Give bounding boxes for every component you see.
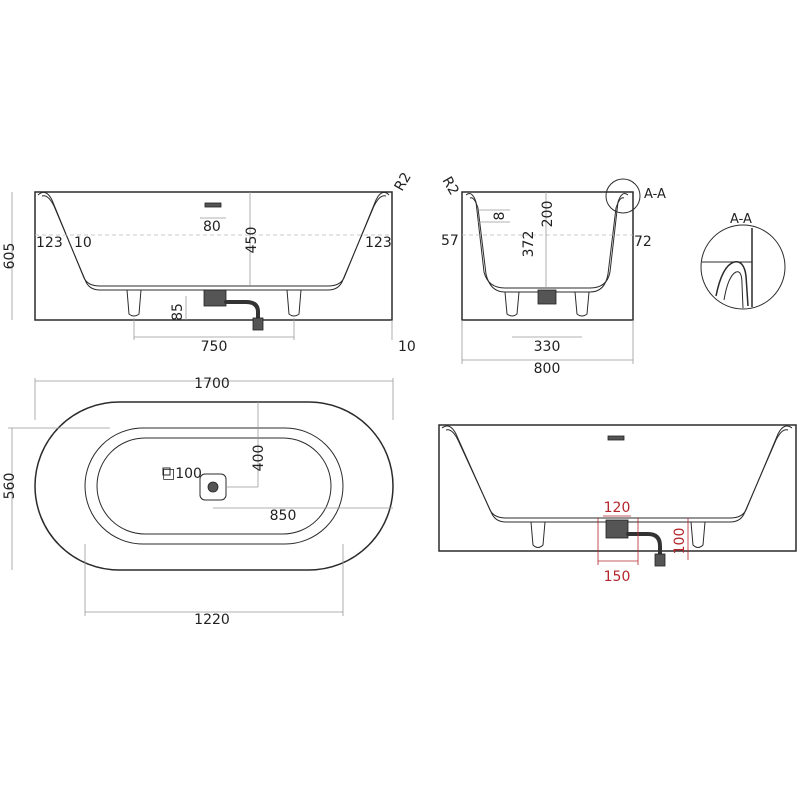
front-hose-icon bbox=[224, 300, 260, 322]
top-inner-basin bbox=[84, 427, 344, 545]
side-view: R2 8 200 372 57 72 A-A 330 800 bbox=[439, 174, 666, 377]
detail-view: A-A bbox=[700, 212, 786, 310]
front-height-label: 605 bbox=[2, 243, 18, 270]
front-overflow-icon bbox=[204, 202, 222, 208]
elev-hose-end-icon bbox=[654, 553, 666, 567]
top-view: 1700 560 □100 400 850 1220 bbox=[2, 376, 394, 628]
front-inner-basin-wall bbox=[41, 195, 387, 291]
top-outer-rim bbox=[34, 401, 394, 571]
front-foot-right bbox=[286, 289, 302, 317]
front-base-label: 10 bbox=[398, 339, 416, 355]
top-overflow-marker-icon bbox=[162, 467, 171, 476]
top-overflow-size-label: □100 bbox=[162, 466, 202, 482]
elev-overflow-icon bbox=[607, 435, 625, 441]
front-rim-right-label: 123 bbox=[365, 235, 392, 251]
side-overflow-height-label: 200 bbox=[540, 201, 556, 228]
top-inner-basin-floor bbox=[96, 437, 332, 535]
side-overflow-size-label: 8 bbox=[492, 212, 508, 221]
elev-hose-icon bbox=[626, 532, 662, 558]
top-length-label: 1700 bbox=[194, 376, 230, 392]
front-hose-end-icon bbox=[252, 317, 264, 331]
elev-clearance-label: 150 bbox=[604, 569, 631, 585]
front-rim-left-label: 123 bbox=[36, 235, 63, 251]
elev-outer-body bbox=[438, 424, 797, 552]
elev-inner-basin bbox=[441, 425, 793, 519]
front-wall-label: 10 bbox=[74, 235, 92, 251]
top-drain-center-icon bbox=[207, 481, 219, 493]
elev-drain-height-label: 100 bbox=[672, 528, 688, 555]
top-width-label: 560 bbox=[2, 473, 18, 500]
front-feet-label: 750 bbox=[201, 339, 228, 355]
side-foot-left bbox=[504, 291, 520, 317]
elev-drain-icon bbox=[605, 519, 629, 539]
front-depth-label: 450 bbox=[244, 227, 260, 254]
detail-rim-inner bbox=[723, 271, 744, 309]
top-inner-length-label: 1220 bbox=[194, 612, 230, 628]
elev-foot-left bbox=[530, 521, 546, 548]
side-drain-icon bbox=[537, 289, 557, 305]
front-drain-height-label: 85 bbox=[170, 303, 186, 321]
elevation-view: 120 100 150 bbox=[438, 424, 797, 585]
side-detail-circle bbox=[605, 178, 641, 214]
detail-rim-profile bbox=[715, 261, 749, 307]
front-outer-body bbox=[34, 191, 393, 321]
side-outer-body bbox=[461, 191, 634, 321]
front-radius-label: R2 bbox=[392, 170, 415, 194]
top-drain-x-label: 850 bbox=[270, 508, 297, 524]
side-inner-basin bbox=[465, 193, 629, 289]
elev-foot-right bbox=[690, 521, 706, 548]
side-depth-label: 372 bbox=[521, 231, 537, 258]
front-overflow-label: 80 bbox=[203, 219, 221, 235]
detail-title: A-A bbox=[730, 212, 752, 227]
front-foot-left bbox=[126, 289, 142, 317]
side-width-label: 800 bbox=[534, 361, 561, 377]
side-radius-label: R2 bbox=[439, 174, 462, 198]
side-foot-right bbox=[574, 291, 590, 317]
detail-circle bbox=[700, 224, 786, 310]
top-drain-y-label: 400 bbox=[251, 445, 267, 472]
elev-drain-width-label: 120 bbox=[604, 500, 631, 516]
front-drain-icon bbox=[203, 289, 227, 307]
side-right-offset-label: 72 bbox=[634, 234, 652, 250]
front-inner-basin bbox=[37, 191, 390, 287]
side-left-offset-label: 57 bbox=[441, 233, 459, 249]
front-view: 605 123 10 123 80 450 R2 85 750 10 bbox=[2, 170, 416, 355]
side-feet-label: 330 bbox=[534, 339, 561, 355]
side-section-label: A-A bbox=[644, 187, 666, 202]
